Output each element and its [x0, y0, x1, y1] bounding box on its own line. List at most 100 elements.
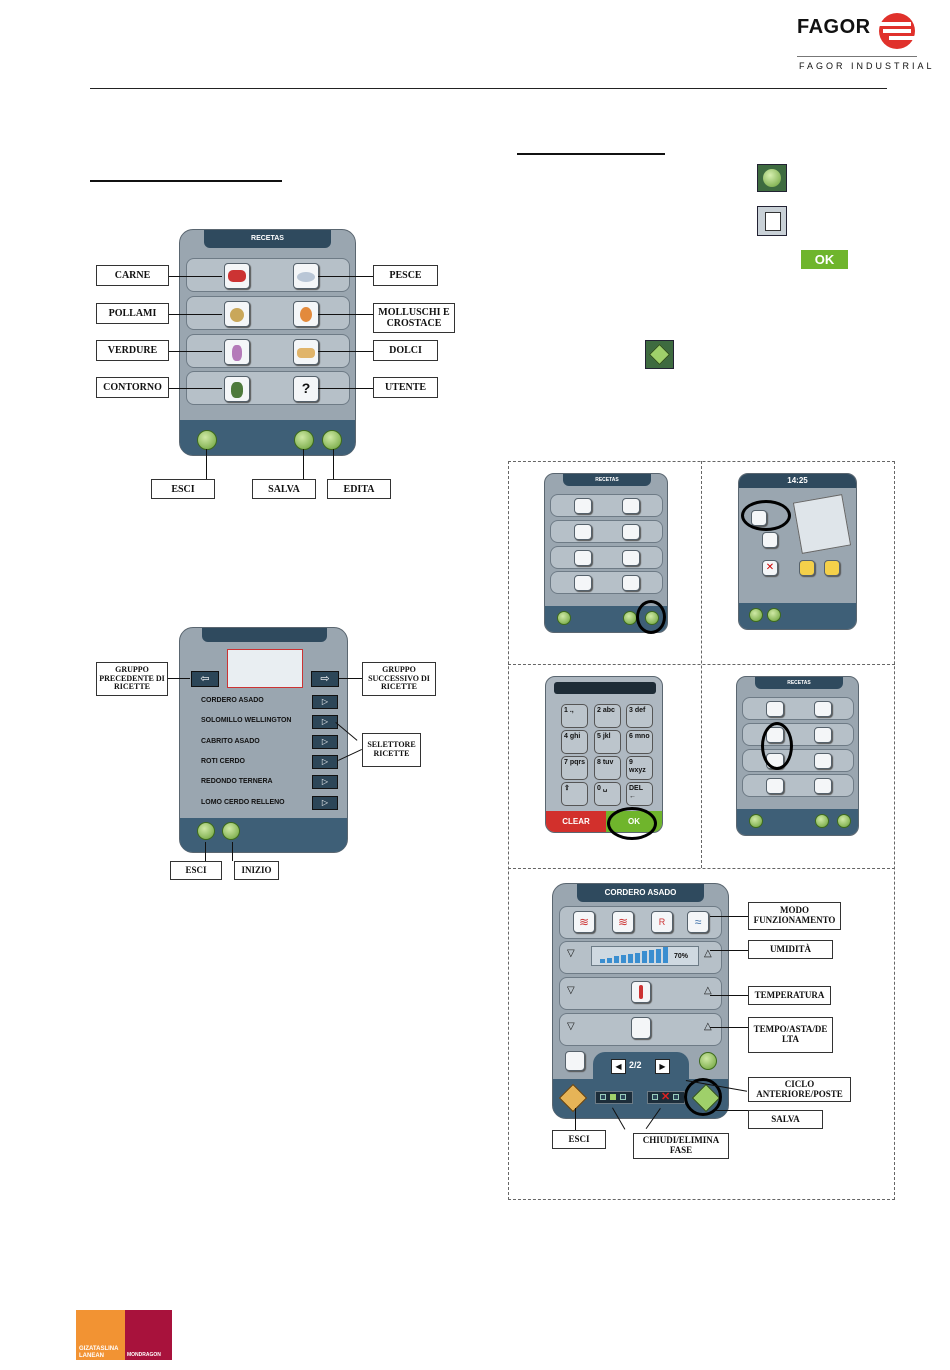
label-contorno: CONTORNO: [96, 377, 169, 398]
humidity-level-bar: [663, 947, 668, 963]
key-0[interactable]: 0 ␣: [594, 782, 621, 806]
recipe-6[interactable]: LOMO CERDO RELLENO: [201, 799, 285, 806]
temp-down[interactable]: ▽: [567, 985, 575, 996]
save-button[interactable]: [294, 430, 314, 450]
cell2-editor: 14:25 ✕: [738, 473, 857, 630]
label-salva-3: SALVA: [748, 1110, 823, 1129]
recipe-4[interactable]: ROTI CERDO: [201, 758, 245, 765]
humidity-level-bar: [614, 956, 619, 963]
temp-up[interactable]: △: [704, 985, 712, 996]
highlight-circle-4: [761, 722, 793, 770]
highlight-circle-5: [684, 1078, 722, 1116]
key-8[interactable]: 8 tuv: [594, 756, 621, 780]
home-button[interactable]: [222, 822, 240, 840]
key-5[interactable]: 5 jkl: [594, 730, 621, 754]
fagor-logo-icon: [877, 13, 917, 49]
poultry-icon[interactable]: [224, 301, 250, 327]
clear-button[interactable]: CLEAR: [546, 811, 606, 832]
recipe-select-2[interactable]: ▷: [312, 715, 338, 729]
back-button[interactable]: [197, 430, 217, 450]
side-dish-icon[interactable]: [224, 376, 250, 402]
prev-group-button[interactable]: ⇦: [191, 671, 219, 687]
humidity-down[interactable]: ▽: [567, 948, 575, 959]
key-del[interactable]: DEL ←: [626, 782, 653, 806]
recipe-1[interactable]: CORDERO ASADO: [201, 697, 264, 704]
recipe-book-icon: [757, 206, 787, 236]
recipes-title: RECETAS: [204, 230, 331, 248]
user-recipe-icon[interactable]: ?: [293, 376, 319, 402]
label-prev-group: GRUPPO PRECEDENTE DI RICETTE: [96, 662, 168, 696]
cell2-time: 14:25: [739, 474, 856, 488]
right-section-underline: [517, 153, 665, 155]
label-inizio: INIZIO: [234, 861, 279, 880]
humidity-level-bar: [656, 948, 661, 963]
shellfish-icon[interactable]: [293, 301, 319, 327]
cell3-keypad: 1 ., 2 abc 3 def 4 ghi 5 jkl 6 mno 7 pqr…: [545, 676, 663, 833]
recipe-3[interactable]: CABRITO ASADO: [201, 738, 260, 745]
mode-steam-icon[interactable]: ≈: [687, 911, 709, 933]
mode-mixed-icon[interactable]: ≋: [612, 911, 634, 933]
recipe-2[interactable]: SOLOMILLO WELLINGTON: [201, 717, 292, 724]
recipe-select-4[interactable]: ▷: [312, 755, 338, 769]
brand-subtitle: FAGOR INDUSTRIAL: [799, 61, 935, 71]
key-4[interactable]: 4 ghi: [561, 730, 588, 754]
page-next[interactable]: ▶: [655, 1059, 670, 1074]
humidity-level-bar: [607, 957, 612, 963]
label-salva-1: SALVA: [252, 479, 316, 499]
key-3[interactable]: 3 def: [626, 704, 653, 728]
recipe-select-5[interactable]: ▷: [312, 775, 338, 789]
humidity-level-bar: [621, 955, 626, 963]
mode-regen-icon[interactable]: R: [651, 911, 673, 933]
humidity-level-bar: [649, 949, 654, 963]
cell4-recipes: RECETAS: [736, 676, 859, 836]
label-esci-1: ESCI: [151, 479, 215, 499]
footer-logo-left: GIZATASLINA LANEAN: [76, 1310, 125, 1360]
recipe-select-3[interactable]: ▷: [312, 735, 338, 749]
highlight-circle-1: [636, 600, 666, 634]
meat-icon[interactable]: [224, 263, 250, 289]
label-next-group: GRUPPO SUCCESSIVO DI RICETTE: [362, 662, 436, 696]
key-9[interactable]: 9 wxyz: [626, 756, 653, 780]
key-2[interactable]: 2 abc: [594, 704, 621, 728]
dessert-icon[interactable]: [293, 339, 319, 365]
key-7[interactable]: 7 pqrs: [561, 756, 588, 780]
back-button-2[interactable]: [197, 822, 215, 840]
recipe-select-1[interactable]: ▷: [312, 695, 338, 709]
vegetables-icon[interactable]: [224, 339, 250, 365]
delete-phase-icon[interactable]: ✕: [661, 1091, 671, 1103]
time-up[interactable]: △: [704, 1021, 712, 1032]
label-tempo: TEMPO/ASTA/DE LTA: [748, 1017, 833, 1053]
fan-icon[interactable]: [565, 1051, 585, 1071]
key-shift[interactable]: ⇧: [561, 782, 588, 806]
label-modo: MODO FUNZIONAMENTO: [748, 902, 841, 930]
label-verdure: VERDURE: [96, 340, 169, 361]
delete-icon[interactable]: ✕: [762, 560, 778, 576]
next-group-button[interactable]: ⇨: [311, 671, 339, 687]
clock-icon[interactable]: [699, 1052, 717, 1070]
fish-icon[interactable]: [293, 263, 319, 289]
mode-convection-icon[interactable]: ≋: [573, 911, 595, 933]
page-prev[interactable]: ◀: [611, 1059, 626, 1074]
left-section-underline: [90, 180, 282, 182]
highlight-circle-3: [607, 807, 657, 840]
recipe-list-panel: ⇦ ⇨ CORDERO ASADO ▷ SOLOMILLO WELLINGTON…: [179, 627, 348, 853]
edit-button[interactable]: [322, 430, 342, 450]
key-6[interactable]: 6 mno: [626, 730, 653, 754]
label-utente: UTENTE: [373, 377, 438, 398]
save-diamond-icon: [645, 340, 674, 369]
humidity-level-bar: [628, 953, 633, 963]
page-indicator: 2/2: [629, 1060, 642, 1070]
recipe-5[interactable]: REDONDO TERNERA: [201, 778, 273, 785]
label-ciclo: CICLO ANTERIORE/POSTE: [748, 1077, 851, 1102]
recipe-image: [227, 649, 303, 688]
label-esci-3: ESCI: [552, 1130, 606, 1149]
label-dolci: DOLCI: [373, 340, 438, 361]
humidity-level-bar: [600, 959, 605, 963]
time-down[interactable]: ▽: [567, 1021, 575, 1032]
key-1[interactable]: 1 .,: [561, 704, 588, 728]
humidity-up[interactable]: △: [704, 948, 712, 959]
highlight-circle-2: [741, 500, 791, 531]
probe-icon: [631, 1017, 651, 1039]
recipe-select-6[interactable]: ▷: [312, 796, 338, 810]
cell1-title: RECETAS: [563, 474, 651, 486]
